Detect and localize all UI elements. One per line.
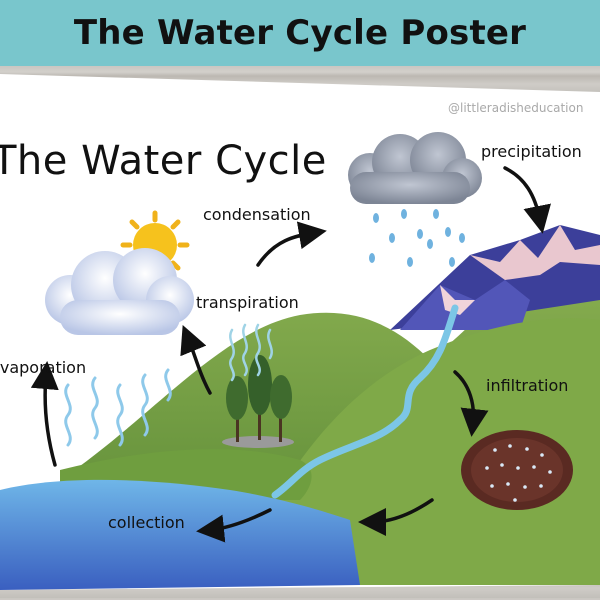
lake xyxy=(0,479,360,590)
poster-title: The Water Cycle xyxy=(0,138,327,184)
arrow-collection xyxy=(358,498,434,536)
banner-title: The Water Cycle Poster xyxy=(73,13,527,53)
rain-drops xyxy=(369,209,465,267)
arrow-precipitation xyxy=(503,166,551,234)
watermark: @littleradisheducation xyxy=(448,101,583,115)
arrow-condensation xyxy=(256,221,327,267)
arrow-evaporation xyxy=(30,361,59,467)
arrow-infiltration xyxy=(453,370,489,437)
label-transpiration: transpiration xyxy=(196,293,299,312)
label-condensation: condensation xyxy=(203,205,311,224)
trees xyxy=(222,355,294,448)
rain-cloud-icon xyxy=(348,132,482,204)
arrow-collection-2 xyxy=(196,508,272,543)
label-evaporation: evaporation xyxy=(0,358,87,377)
label-collection: collection xyxy=(108,513,185,532)
cloud-icon xyxy=(45,248,194,335)
mountains xyxy=(390,225,600,330)
river xyxy=(271,304,459,499)
evaporation-vapor xyxy=(64,368,172,447)
label-precipitation: precipitation xyxy=(481,142,582,161)
label-infiltration: infiltration xyxy=(486,376,569,395)
soil xyxy=(461,430,573,510)
banner: The Water Cycle Poster xyxy=(0,0,600,66)
transpiration-vapor xyxy=(229,323,273,382)
arrow-transpiration xyxy=(180,325,212,395)
